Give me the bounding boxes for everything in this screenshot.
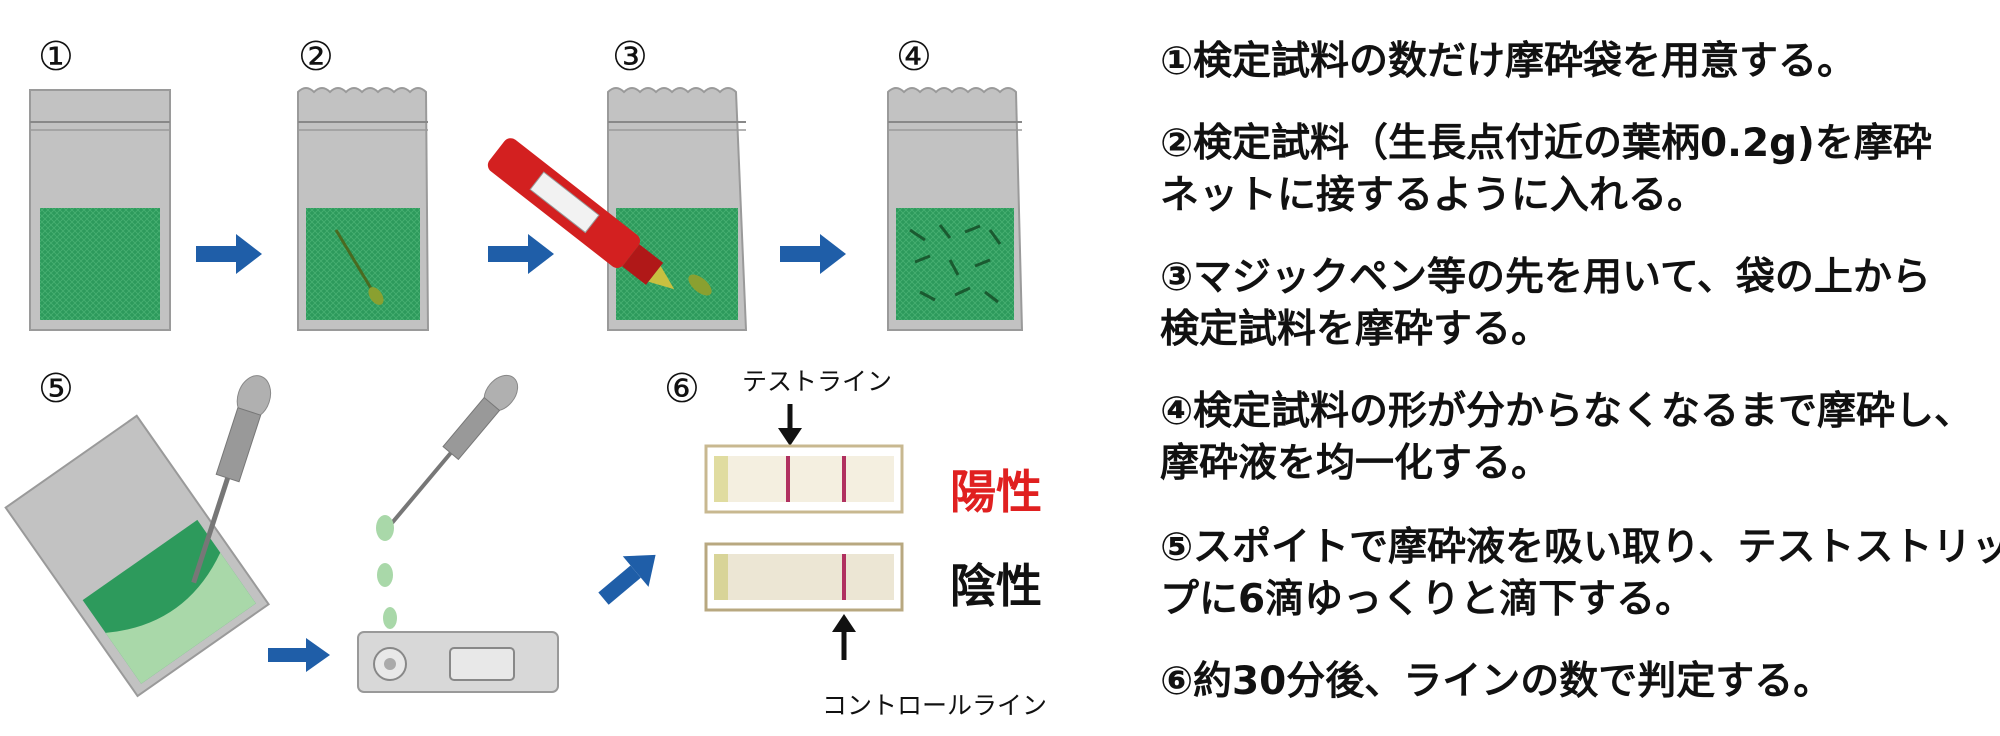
blue-arrow-icon [780, 234, 846, 274]
marker-pen-icon [487, 138, 675, 290]
instruction-6-line-1: ⑥約30分後、ラインの数で判定する。 [1160, 659, 1833, 704]
instruction-3-line-1: ③マジックペン等の先を用いて、袋の上から [1160, 255, 1931, 300]
step-number-2: ② [298, 34, 334, 80]
step-number-3: ③ [612, 34, 648, 80]
test-line-label: テストライン [742, 367, 893, 396]
instruction-6: ⑥約30分後、ラインの数で判定する。 [1160, 656, 1832, 708]
test-strip-icon [357, 631, 559, 693]
dropper-icon [191, 375, 272, 584]
instruction-2-line-1: ②検定試料（生長点付近の葉柄0.2g)を摩砕 [1160, 121, 1932, 166]
bag-icon [29, 89, 171, 331]
step-number-1: ① [38, 34, 74, 80]
instruction-5-line-2: プに6滴ゆっくりと滴下する。 [1160, 577, 1695, 622]
bag-icon [887, 87, 1024, 331]
instruction-5-line-1: ⑤スポイトで摩砕液を吸い取り、テストストリッ [1160, 525, 2000, 570]
instruction-2: ②検定試料（生長点付近の葉柄0.2g)を摩砕 ネットに接するように入れる。 [1160, 118, 1932, 222]
instruction-1: ①検定試料の数だけ摩砕袋を用意する。 [1160, 36, 1856, 88]
blue-arrow-icon [598, 554, 656, 605]
instruction-3-line-2: 検定試料を摩砕する。 [1160, 307, 1551, 352]
step-number-6: ⑥ [664, 366, 700, 412]
positive-result-label: 陽性 [950, 465, 1042, 519]
positive-strip [704, 444, 904, 514]
instruction-4-line-2: 摩砕液を均一化する。 [1160, 441, 1551, 486]
instruction-4: ④検定試料の形が分からなくなるまで摩砕し、 摩砕液を均一化する。 [1160, 386, 1973, 490]
bag-icon [607, 87, 748, 331]
bag-icon [4, 414, 271, 698]
control-line-label: コントロールライン [822, 691, 1048, 720]
blue-arrow-icon [196, 234, 262, 274]
up-arrow-icon [832, 614, 856, 660]
instruction-4-line-1: ④検定試料の形が分からなくなるまで摩砕し、 [1160, 389, 1974, 434]
instruction-1-line-1: ①検定試料の数だけ摩砕袋を用意する。 [1160, 39, 1857, 84]
blue-arrow-icon [488, 234, 554, 274]
instruction-2-line-2: ネットに接するように入れる。 [1160, 173, 1707, 218]
instruction-3: ③マジックペン等の先を用いて、袋の上から 検定試料を摩砕する。 [1160, 252, 1931, 356]
negative-strip [704, 542, 904, 612]
bag-icon [297, 87, 430, 331]
step-number-4: ④ [896, 34, 932, 80]
step-number-5: ⑤ [38, 366, 74, 412]
blue-arrow-icon [268, 638, 330, 672]
negative-result-label: 陰性 [950, 559, 1042, 613]
down-arrow-icon [778, 404, 802, 446]
instruction-5: ⑤スポイトで摩砕液を吸い取り、テストストリッ プに6滴ゆっくりと滴下する。 [1160, 522, 2000, 626]
dropper-icon [376, 374, 519, 629]
